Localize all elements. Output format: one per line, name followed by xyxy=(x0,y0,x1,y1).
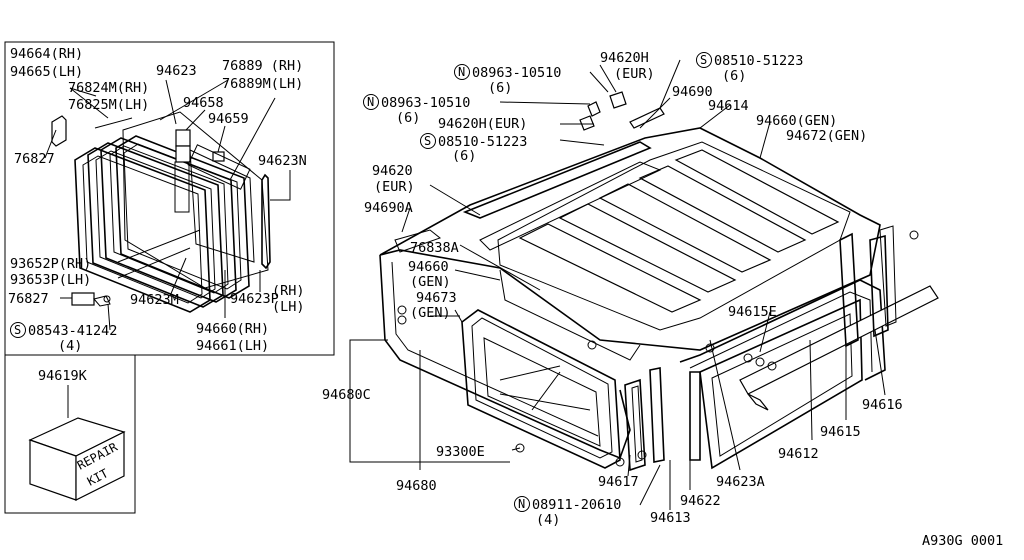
s-symbol-a: S xyxy=(696,52,712,68)
label-08911-qty: (4) xyxy=(536,512,560,528)
label-94659: 94659 xyxy=(208,111,249,127)
label-76889m: 76889M(LH) xyxy=(222,76,303,92)
label-94623a: 94623A xyxy=(716,474,765,490)
label-94620-eur: (EUR) xyxy=(374,179,415,195)
inset-window-drawing xyxy=(51,111,271,313)
label-94673-gen: (GEN) xyxy=(410,305,451,321)
label-94616: 94616 xyxy=(862,397,903,413)
label-76889: 76889 (RH) xyxy=(222,58,303,74)
label-76838a: 76838A xyxy=(410,240,459,256)
label-94690: 94690 xyxy=(672,84,713,100)
label-94658: 94658 xyxy=(183,95,224,111)
label-94612: 94612 xyxy=(778,446,819,462)
label-94623p: 94623P xyxy=(230,291,279,307)
label-94620: 94620 xyxy=(372,163,413,179)
label-08510-a: 08510-51223 xyxy=(714,53,803,69)
inset-frame xyxy=(4,41,335,356)
label-94613: 94613 xyxy=(650,510,691,526)
label-94622: 94622 xyxy=(680,493,721,509)
label-08510-b: 08510-51223 xyxy=(438,134,527,150)
kit-frame xyxy=(4,354,136,514)
label-08963-b: 08963-10510 xyxy=(381,95,470,111)
label-08963-a: 08963-10510 xyxy=(472,65,561,81)
svg-text:S: S xyxy=(424,134,431,148)
label-94673: 94673 xyxy=(416,290,457,306)
label-94660-gen-top: 94660(GEN) xyxy=(756,113,837,129)
label-94664: 94664(RH) xyxy=(10,46,83,62)
label-94665: 94665(LH) xyxy=(10,64,83,80)
label-94660rh: 94660(RH) xyxy=(196,321,269,337)
label-76825m: 76825M(LH) xyxy=(68,97,149,113)
label-08510-a-qty: (6) xyxy=(722,68,746,84)
label-94614: 94614 xyxy=(708,98,749,114)
label-94623p-rh: (RH) xyxy=(272,283,305,299)
label-08543: 08543-41242 xyxy=(28,323,117,339)
label-94620h-top: 94620H xyxy=(600,50,649,66)
label-94615e: 94615E xyxy=(728,304,777,320)
label-94660-gen: (GEN) xyxy=(410,274,451,290)
label-94615: 94615 xyxy=(820,424,861,440)
label-76827-upper: 76827 xyxy=(14,151,55,167)
label-94680: 94680 xyxy=(396,478,437,494)
label-93652p: 93652P(RH) xyxy=(10,256,91,272)
label-94620h-eur: 94620H(EUR) xyxy=(438,116,527,132)
label-93653p: 93653P(LH) xyxy=(10,272,91,288)
n-symbol-b: N xyxy=(363,94,379,110)
label-93300e: 93300E xyxy=(436,444,485,460)
label-94623: 94623 xyxy=(156,63,197,79)
label-94623n: 94623N xyxy=(258,153,307,169)
label-08963-b-qty: (6) xyxy=(396,110,420,126)
label-08911: 08911-20610 xyxy=(532,497,621,513)
s-symbol-b: S xyxy=(420,133,436,149)
svg-text:S: S xyxy=(700,53,707,67)
label-94660: 94660 xyxy=(408,259,449,275)
n-symbol-c: N xyxy=(514,496,530,512)
main-leaders xyxy=(349,59,886,510)
svg-text:N: N xyxy=(367,95,374,109)
n-symbol-a: N xyxy=(454,64,470,80)
label-94690a: 94690A xyxy=(364,200,413,216)
label-76827-lower: 76827 xyxy=(8,291,49,307)
label-94617: 94617 xyxy=(598,474,639,490)
svg-text:N: N xyxy=(458,65,465,79)
label-94661lh: 94661(LH) xyxy=(196,338,269,354)
label-94619k: 94619K xyxy=(38,368,88,384)
label-94623m: 94623M xyxy=(130,292,179,308)
label-08510-b-qty: (6) xyxy=(452,148,476,164)
label-08543-qty: (4) xyxy=(58,338,82,354)
label-94620h-top-eur: (EUR) xyxy=(614,66,655,82)
figure-code: A930G 0001 xyxy=(922,533,1003,549)
inset-leaders xyxy=(44,79,291,331)
svg-text:S: S xyxy=(14,323,21,337)
label-76824m: 76824M(RH) xyxy=(68,80,149,96)
label-08963-a-qty: (6) xyxy=(488,80,512,96)
label-94680c: 94680C xyxy=(322,387,371,403)
svg-text:N: N xyxy=(518,497,525,511)
label-94623p-lh: (LH) xyxy=(272,299,305,315)
s-symbol-inset: S xyxy=(10,322,26,338)
label-94672-gen: 94672(GEN) xyxy=(786,128,867,144)
repair-kit-box: REPAIR KIT xyxy=(28,417,126,501)
